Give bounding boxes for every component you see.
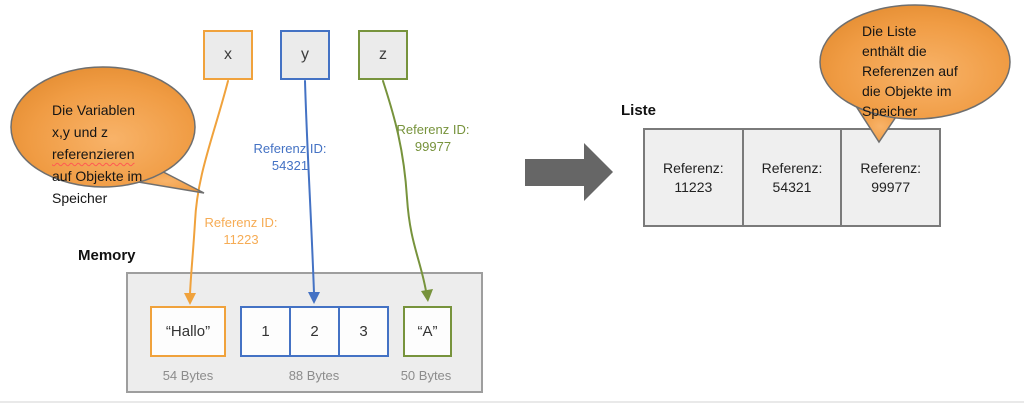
speech-bubble-left-text: Die Variablen x,y und z referenzieren au… — [52, 77, 142, 209]
list-cell-2-value: 2 — [310, 323, 319, 340]
liste-cell-1: Referenz: 11223 — [645, 130, 742, 225]
string-object-bytes: 54 Bytes — [162, 368, 214, 383]
bubble-left-text-misspelled: referenzieren — [52, 146, 135, 162]
ref-label-z-id: 99977 — [414, 139, 452, 154]
liste-cell-2-value: 54321 — [772, 178, 812, 195]
liste-table: Referenz: 11223 Referenz: 54321 Referenz… — [643, 128, 941, 227]
ref-label-z: Referenz ID: 99977 — [377, 121, 489, 155]
ref-label-y-id: 54321 — [271, 158, 309, 173]
string-object-box: “Hallo” — [150, 306, 226, 357]
arrow-y-to-list — [304, 80, 315, 294]
liste-cell-2-label: Referenz: — [761, 159, 823, 176]
big-right-arrow-icon — [525, 143, 613, 201]
ref-label-x: Referenz ID: 11223 — [185, 214, 297, 248]
list-cell-2: 2 — [289, 306, 340, 357]
bottom-divider — [0, 401, 1024, 403]
ref-label-z-title: Referenz ID: — [396, 122, 470, 137]
list-object-bytes: 88 Bytes — [288, 368, 340, 383]
ref-label-y: Referenz ID: 54321 — [234, 140, 346, 174]
liste-cell-3: Referenz: 99977 — [840, 130, 939, 225]
char-object-bytes: 50 Bytes — [400, 368, 452, 383]
list-object-box: 1 2 3 — [240, 306, 389, 357]
liste-cell-3-value: 99977 — [871, 178, 911, 195]
char-object-box: “A” — [403, 306, 452, 357]
list-cell-3: 3 — [338, 306, 389, 357]
liste-cell-3-label: Referenz: — [860, 159, 922, 176]
list-cell-1-value: 1 — [261, 323, 270, 340]
speech-bubble-right-text: Die Liste enthält die Referenzen auf die… — [862, 23, 958, 119]
variable-box-y: y — [280, 30, 330, 80]
liste-cell-1-label: Referenz: — [662, 159, 724, 176]
list-cell-1: 1 — [240, 306, 291, 357]
char-object-value: “A” — [417, 323, 438, 340]
bubble-left-text-part1: Die Variablen x,y und z — [52, 102, 136, 140]
ref-label-y-title: Referenz ID: — [253, 141, 327, 156]
string-object-value: “Hallo” — [165, 323, 211, 340]
variable-box-z: z — [358, 30, 408, 80]
ref-label-x-title: Referenz ID: — [204, 215, 278, 230]
variable-y-label: y — [301, 46, 309, 63]
liste-cell-1-value: 11223 — [674, 178, 713, 195]
variable-z-label: z — [379, 46, 387, 63]
memory-label: Memory — [78, 247, 136, 264]
arrow-x-to-string — [189, 80, 229, 295]
variable-x-label: x — [224, 46, 232, 63]
liste-label: Liste — [621, 102, 657, 119]
ref-label-x-id: 11223 — [223, 232, 259, 247]
arrow-z-to-char — [382, 80, 427, 292]
variable-box-x: x — [203, 30, 253, 80]
list-cell-3-value: 3 — [359, 323, 368, 340]
bubble-left-text-part2: auf Objekte im Speicher — [52, 168, 143, 206]
liste-cell-2: Referenz: 54321 — [741, 130, 841, 225]
